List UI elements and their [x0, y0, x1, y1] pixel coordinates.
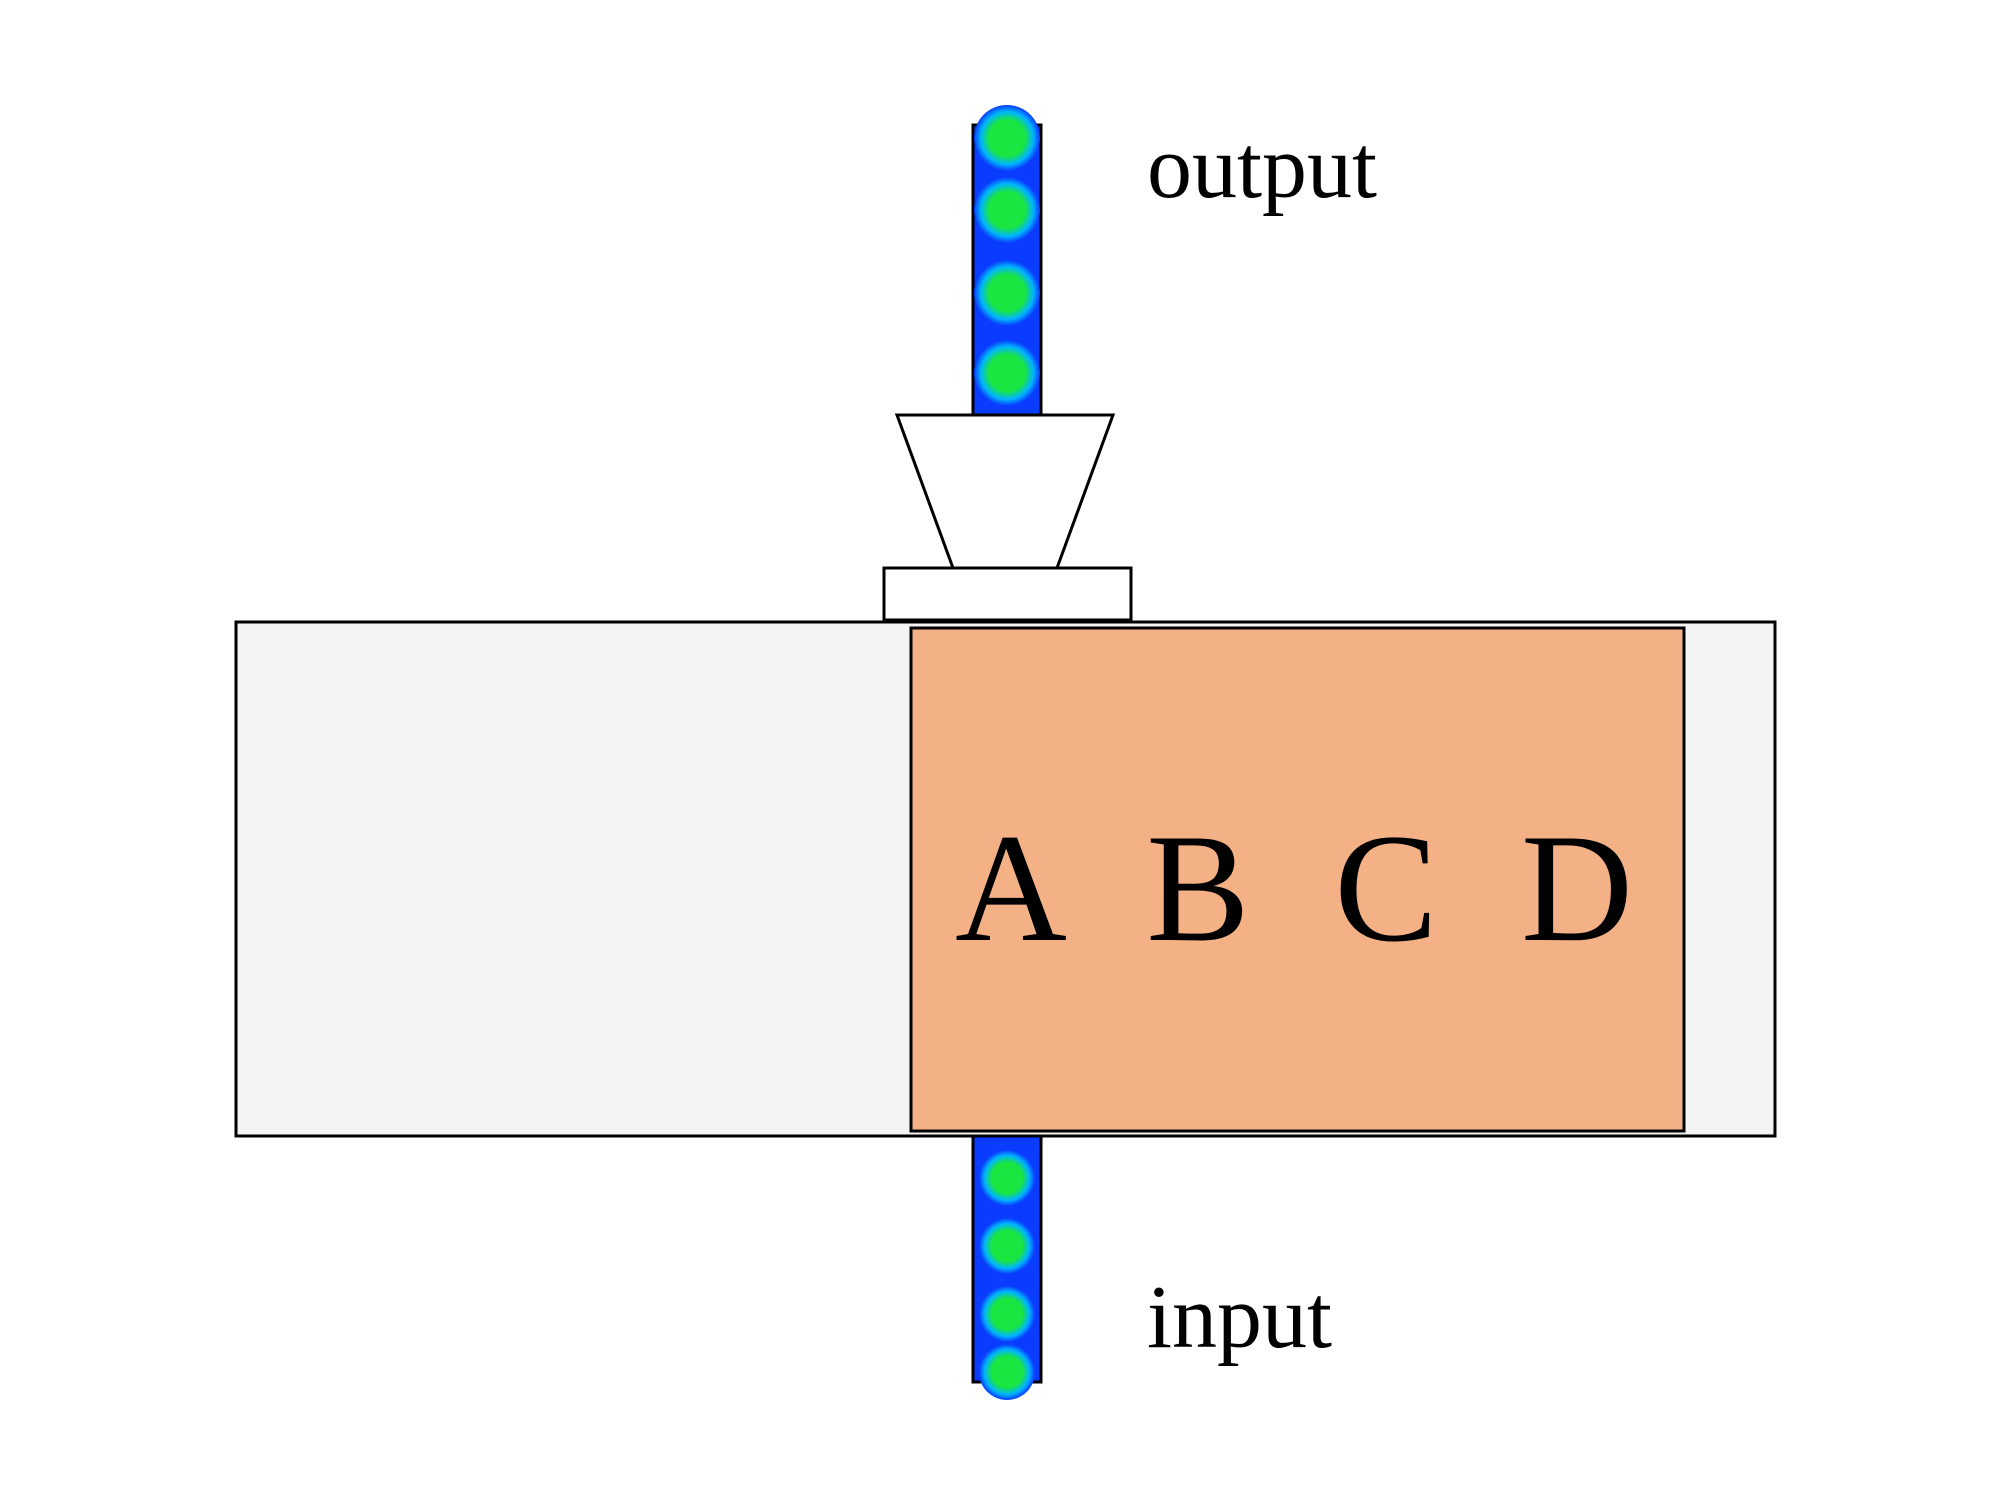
inner-block: [909, 626, 1686, 1133]
output-particle: [974, 177, 1040, 243]
output-tube: [971, 105, 1043, 417]
funnel: [894, 413, 1116, 570]
input-particle: [979, 1286, 1035, 1342]
output-particle: [974, 340, 1040, 406]
letter-c: C: [1334, 802, 1437, 974]
output-particles: [974, 105, 1040, 406]
input-particles: [979, 1150, 1035, 1400]
output-label: output: [1147, 118, 1377, 217]
input-particle: [979, 1150, 1035, 1206]
input-label: input: [1147, 1268, 1332, 1367]
flange-plate: [882, 566, 1133, 622]
letter-a: A: [955, 802, 1067, 974]
input-particle: [979, 1218, 1035, 1274]
input-particle: [979, 1344, 1035, 1400]
input-tube: [971, 1134, 1043, 1400]
letter-d: D: [1521, 802, 1633, 974]
output-particle: [974, 105, 1040, 171]
letter-b: B: [1146, 802, 1249, 974]
output-particle: [974, 260, 1040, 326]
